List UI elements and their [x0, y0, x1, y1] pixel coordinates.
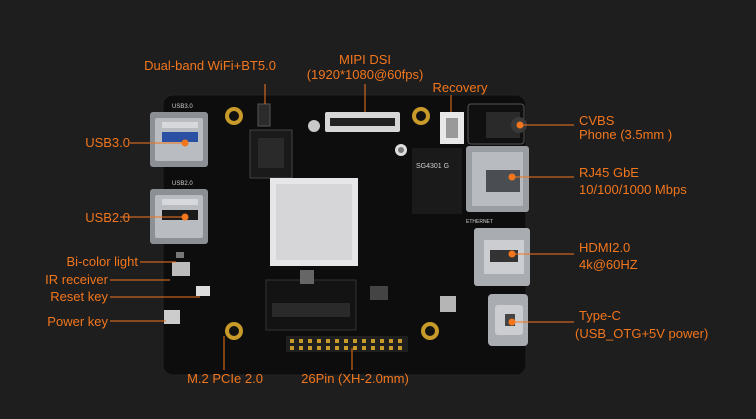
header-pin [335, 346, 339, 350]
typec-sublabel: (USB_OTG+5V power) [575, 326, 709, 341]
m2-label: M.2 PCIe 2.0 [187, 371, 263, 386]
header-pin [362, 346, 366, 350]
header-pin [308, 339, 312, 343]
header-pin [290, 339, 294, 343]
header-pin [344, 346, 348, 350]
reset-switch [196, 286, 210, 296]
header-pin [353, 346, 357, 350]
wifi-antenna [257, 103, 271, 127]
bicolor-label: Bi-color light [66, 254, 138, 269]
cvbs-label: CVBS [579, 113, 615, 128]
header-pin [380, 346, 384, 350]
pin26-label: 26Pin (XH-2.0mm) [301, 371, 409, 386]
mipi-sublabel: (1920*1080@60fps) [306, 67, 424, 82]
header-pin [344, 339, 348, 343]
typec-label: Type-C [579, 308, 621, 323]
hdmi-label: HDMI2.0 [579, 240, 631, 255]
header-pin [326, 346, 330, 350]
wifi-label: Dual-band WiFi+BT5.0 [144, 58, 276, 73]
header-pin [362, 339, 366, 343]
header-pin [335, 339, 339, 343]
usb3-port [150, 112, 208, 167]
chip-mark: SG4301 G [416, 163, 449, 170]
usb3-label: USB3.0 [85, 135, 130, 150]
cvbs-sublabel: Phone (3.5mm ) [579, 127, 673, 142]
usb2-port [150, 189, 208, 244]
header-pin [326, 339, 330, 343]
sg4301-chip [412, 148, 462, 214]
mipi-label: MIPI DSI [338, 52, 391, 67]
ir-receiver [172, 262, 190, 276]
header-pin [398, 346, 402, 350]
power-switch [164, 310, 180, 324]
header-pin [317, 339, 321, 343]
power-label: Power key [47, 314, 108, 329]
header-pin [353, 339, 357, 343]
header-pin [299, 346, 303, 350]
pin-header-26 [286, 336, 408, 352]
reset-label: Reset key [50, 289, 108, 304]
header-pin [299, 339, 303, 343]
usb3-board-tag: USB3.0 [172, 104, 193, 110]
usb2-label: USB2.0 [85, 210, 130, 225]
header-pin [317, 346, 321, 350]
header-pin [389, 339, 393, 343]
rj45-sublabel: 10/100/1000 Mbps [579, 182, 687, 197]
header-pin [398, 339, 402, 343]
hdmi-sublabel: 4k@60HZ [579, 257, 638, 272]
eth-board-tag: ETHERNET [466, 219, 493, 225]
ir-label: IR receiver [45, 272, 108, 287]
header-pin [380, 339, 384, 343]
recovery-label: Recovery [432, 80, 488, 95]
usb2-board-tag: USB2.0 [172, 181, 193, 187]
header-pin [371, 339, 375, 343]
bicolor-led [176, 252, 184, 258]
header-pin [290, 346, 294, 350]
header-pin [371, 346, 375, 350]
header-pin [308, 346, 312, 350]
header-pin [389, 346, 393, 350]
rj45-label: RJ45 GbE [579, 165, 639, 180]
